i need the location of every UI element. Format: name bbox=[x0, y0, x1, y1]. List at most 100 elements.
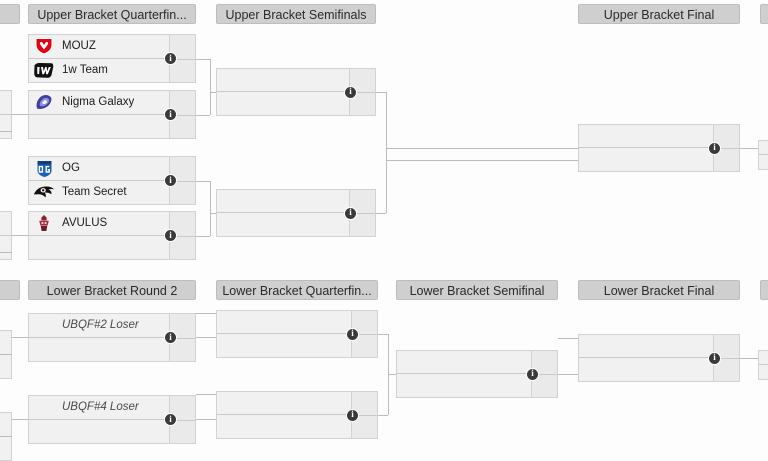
info-icon[interactable]: i bbox=[346, 327, 359, 341]
match-box-left-ubr1-a[interactable] bbox=[0, 90, 12, 139]
team-row[interactable] bbox=[759, 155, 768, 169]
team-row[interactable]: UBQF#2 Loser bbox=[29, 314, 169, 338]
team-name: Nigma Galaxy bbox=[62, 96, 135, 109]
round-header-lbfin[interactable]: Lower Bracket Final bbox=[578, 280, 740, 300]
team-logo-empty bbox=[33, 397, 55, 417]
score-divider bbox=[170, 58, 195, 60]
team-row[interactable] bbox=[397, 374, 531, 397]
info-icon[interactable]: i bbox=[164, 108, 177, 121]
score-divider bbox=[532, 374, 557, 375]
match-teams bbox=[217, 311, 351, 357]
info-icon[interactable]: i bbox=[164, 413, 177, 426]
match-box-left-ubr1-b[interactable] bbox=[0, 211, 12, 260]
team-row[interactable] bbox=[0, 437, 11, 461]
match-teams bbox=[759, 141, 768, 169]
round-header-lbgf[interactable] bbox=[760, 280, 768, 300]
round-header-lbsf[interactable]: Lower Bracket Semifinal bbox=[396, 280, 558, 300]
match-teams bbox=[217, 190, 349, 236]
team-logo-empty bbox=[33, 315, 55, 335]
match-teams bbox=[0, 91, 11, 138]
match-teams: AVULUS bbox=[29, 212, 169, 259]
round-header-lbr2[interactable]: Lower Bracket Round 2 bbox=[28, 280, 196, 300]
info-icon[interactable]: i bbox=[164, 331, 177, 344]
team-row[interactable] bbox=[217, 92, 349, 115]
match-box-right-lbgf[interactable] bbox=[758, 350, 768, 380]
round-header-lbqf[interactable]: Lower Bracket Quarterfin... bbox=[216, 280, 378, 300]
team-row[interactable] bbox=[579, 125, 713, 148]
team-row[interactable] bbox=[217, 190, 349, 213]
info-icon[interactable]: i bbox=[708, 351, 721, 365]
round-header-left-ub-partial[interactable] bbox=[0, 4, 20, 24]
score-divider bbox=[170, 180, 195, 182]
team-row[interactable] bbox=[397, 351, 531, 374]
team-row[interactable] bbox=[0, 331, 11, 355]
team-row[interactable] bbox=[29, 236, 169, 260]
team-name: UBQF#4 Loser bbox=[62, 401, 139, 414]
info-icon[interactable]: i bbox=[526, 367, 539, 381]
team-row[interactable] bbox=[29, 420, 169, 444]
match-teams bbox=[217, 69, 349, 115]
team-logo-empty bbox=[401, 376, 423, 396]
team-row[interactable]: AVULUS bbox=[29, 212, 169, 236]
info-icon[interactable]: i bbox=[164, 52, 177, 65]
team-row[interactable] bbox=[217, 392, 351, 415]
team-row[interactable] bbox=[0, 236, 11, 260]
info-icon[interactable]: i bbox=[708, 141, 721, 155]
match-box[interactable] bbox=[578, 334, 740, 382]
team-row[interactable] bbox=[0, 212, 11, 236]
team-row[interactable]: MOUZ bbox=[29, 35, 169, 59]
match-teams bbox=[579, 125, 713, 171]
team-row[interactable] bbox=[579, 335, 713, 358]
team-row[interactable] bbox=[217, 415, 351, 438]
team-row[interactable] bbox=[0, 91, 11, 115]
round-header-gf[interactable] bbox=[760, 4, 768, 24]
round-header-left-lb-partial[interactable] bbox=[0, 280, 20, 300]
team-row[interactable] bbox=[759, 351, 768, 365]
info-icon[interactable]: i bbox=[344, 85, 357, 99]
round-header-ubqf[interactable]: Upper Bracket Quarterfin... bbox=[28, 4, 196, 24]
score-divider bbox=[350, 92, 375, 93]
match-teams: Nigma Galaxy bbox=[29, 91, 169, 138]
round-header-ubsf[interactable]: Upper Bracket Semifinals bbox=[216, 4, 376, 24]
match-box[interactable] bbox=[578, 124, 740, 172]
match-box-right-gf[interactable] bbox=[758, 140, 768, 170]
info-icon[interactable]: i bbox=[164, 174, 177, 187]
team-logo-empty bbox=[33, 116, 55, 136]
score-divider bbox=[714, 358, 739, 359]
team-row[interactable] bbox=[579, 148, 713, 171]
team-row[interactable] bbox=[217, 213, 349, 236]
team-row[interactable]: UBQF#4 Loser bbox=[29, 396, 169, 420]
team-name: Team Secret bbox=[62, 186, 127, 199]
team-row[interactable] bbox=[759, 141, 768, 155]
team-row[interactable] bbox=[29, 115, 169, 139]
team-row[interactable] bbox=[217, 311, 351, 334]
team-name: UBQF#2 Loser bbox=[62, 319, 139, 332]
match-teams bbox=[397, 351, 531, 397]
team-logo-empty bbox=[583, 150, 605, 170]
team-row[interactable]: Team Secret bbox=[29, 181, 169, 205]
team-row[interactable] bbox=[217, 334, 351, 357]
round-header-ubf[interactable]: Upper Bracket Final bbox=[578, 4, 740, 24]
team-row[interactable]: Nigma Galaxy bbox=[29, 91, 169, 115]
team-row[interactable] bbox=[217, 69, 349, 92]
info-icon[interactable]: i bbox=[344, 206, 357, 220]
team-row[interactable] bbox=[0, 413, 11, 437]
team-row[interactable]: OG bbox=[29, 157, 169, 181]
team-row[interactable] bbox=[579, 358, 713, 381]
team-row[interactable]: 1w Team bbox=[29, 59, 169, 83]
team-row[interactable] bbox=[29, 338, 169, 362]
team-logo-empty bbox=[583, 126, 605, 146]
team-secret-logo bbox=[33, 182, 55, 202]
team-logo-empty bbox=[33, 339, 55, 359]
team-logo-empty bbox=[583, 360, 605, 380]
info-icon[interactable]: i bbox=[346, 408, 359, 422]
score-divider bbox=[352, 334, 377, 335]
team-name: AVULUS bbox=[62, 217, 108, 230]
team-row[interactable] bbox=[0, 355, 11, 379]
team-row[interactable] bbox=[0, 115, 11, 139]
team-row[interactable] bbox=[759, 365, 768, 379]
match-teams bbox=[579, 335, 713, 381]
team-logo-empty bbox=[33, 421, 55, 441]
info-icon[interactable]: i bbox=[164, 229, 177, 242]
team-logo-empty bbox=[221, 417, 243, 437]
